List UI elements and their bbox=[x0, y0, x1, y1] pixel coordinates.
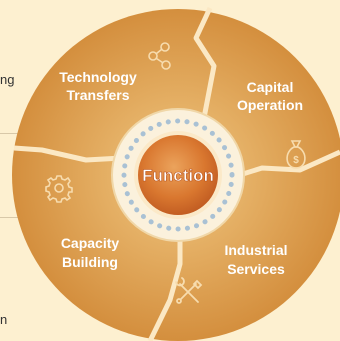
tools-icon bbox=[175, 277, 203, 304]
segment-capital-line1: Capital bbox=[247, 79, 294, 95]
svg-text:$: $ bbox=[293, 155, 299, 166]
segment-technology-line2: Transfers bbox=[66, 87, 129, 103]
dotted-circle bbox=[121, 118, 235, 232]
side-text-fragment-top: ng bbox=[0, 72, 15, 87]
segment-technology-line1: Technology bbox=[59, 69, 137, 85]
inner-ring-edge bbox=[111, 108, 245, 242]
money-bag-icon: $ bbox=[286, 140, 306, 169]
segment-separators bbox=[13, 6, 340, 341]
separator-left bbox=[13, 145, 123, 163]
center-orb bbox=[138, 135, 218, 215]
segment-capacity-line1: Capacity bbox=[61, 235, 120, 251]
share-icon bbox=[148, 42, 171, 70]
segment-industrial-line2: Services bbox=[227, 261, 285, 277]
separator-right bbox=[229, 149, 340, 181]
separator-top bbox=[193, 6, 217, 119]
segment-industrial-line1: Industrial bbox=[224, 242, 287, 258]
center-label: Function bbox=[142, 166, 214, 185]
gear-icon bbox=[45, 175, 73, 203]
side-text-fragment-bottom: n bbox=[0, 312, 8, 327]
separator-bottom bbox=[147, 236, 183, 341]
segment-capital-line2: Operation bbox=[237, 97, 303, 113]
segment-capacity-line2: Building bbox=[62, 254, 118, 270]
